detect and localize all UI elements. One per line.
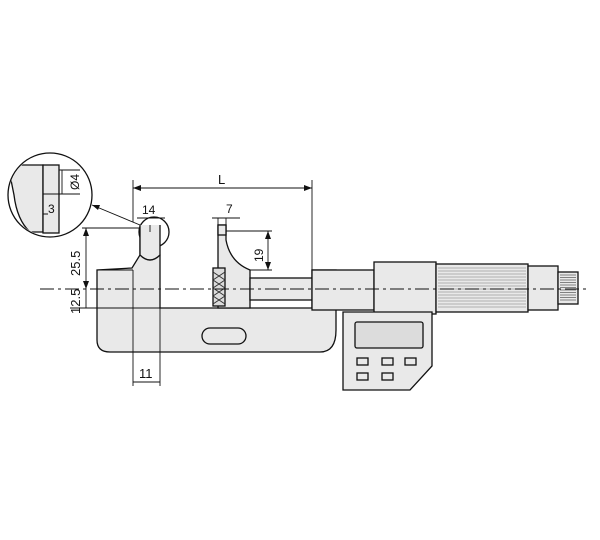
detail-view: Ø4 3 bbox=[7, 152, 141, 238]
detail-diameter-label: Ø4 bbox=[68, 174, 82, 190]
display-button bbox=[381, 357, 394, 366]
thimble-assembly bbox=[373, 261, 579, 315]
dimension-14: 14 bbox=[137, 203, 165, 219]
detail-depth-label: 3 bbox=[48, 202, 55, 216]
detail-circle bbox=[7, 152, 93, 238]
dim-19-label: 19 bbox=[252, 248, 266, 262]
ratchet-sleeve bbox=[527, 265, 559, 311]
display-button bbox=[356, 357, 369, 366]
display-button bbox=[404, 357, 417, 366]
knurl-pattern bbox=[212, 271, 226, 305]
dimension-12-5: 12.5 bbox=[68, 289, 97, 314]
detail-tip bbox=[42, 164, 60, 234]
anvil bbox=[139, 225, 161, 261]
dimension-7: 7 bbox=[212, 202, 240, 225]
digital-display-unit bbox=[342, 311, 433, 391]
dim-11-label: 11 bbox=[139, 366, 153, 381]
detail-anvil-shape bbox=[9, 164, 44, 233]
dim-7-label: 7 bbox=[226, 202, 233, 216]
thimble-graduations bbox=[438, 267, 526, 308]
dimension-L: L bbox=[132, 172, 313, 270]
sleeve bbox=[311, 269, 375, 311]
frame-slot bbox=[201, 327, 247, 345]
frame bbox=[96, 225, 337, 353]
detail-leader bbox=[91, 204, 141, 226]
spindle-tip bbox=[217, 224, 227, 236]
dimension-19: 19 bbox=[226, 230, 272, 271]
dimension-25-5: 25.5 bbox=[68, 227, 140, 289]
dim-12-5-label: 12.5 bbox=[68, 289, 83, 314]
ratchet-knob bbox=[557, 271, 579, 305]
dim-25-5-label: 25.5 bbox=[68, 251, 83, 276]
dim-L-label: L bbox=[218, 172, 225, 187]
dim-14-label: 14 bbox=[142, 203, 156, 217]
display-button bbox=[356, 372, 369, 381]
spindle-assembly bbox=[212, 224, 375, 311]
display-button bbox=[381, 372, 394, 381]
thimble-collar bbox=[373, 261, 437, 315]
lcd-screen bbox=[354, 321, 424, 349]
ratchet-knurl bbox=[560, 274, 576, 301]
dimension-11: 11 bbox=[132, 308, 161, 386]
